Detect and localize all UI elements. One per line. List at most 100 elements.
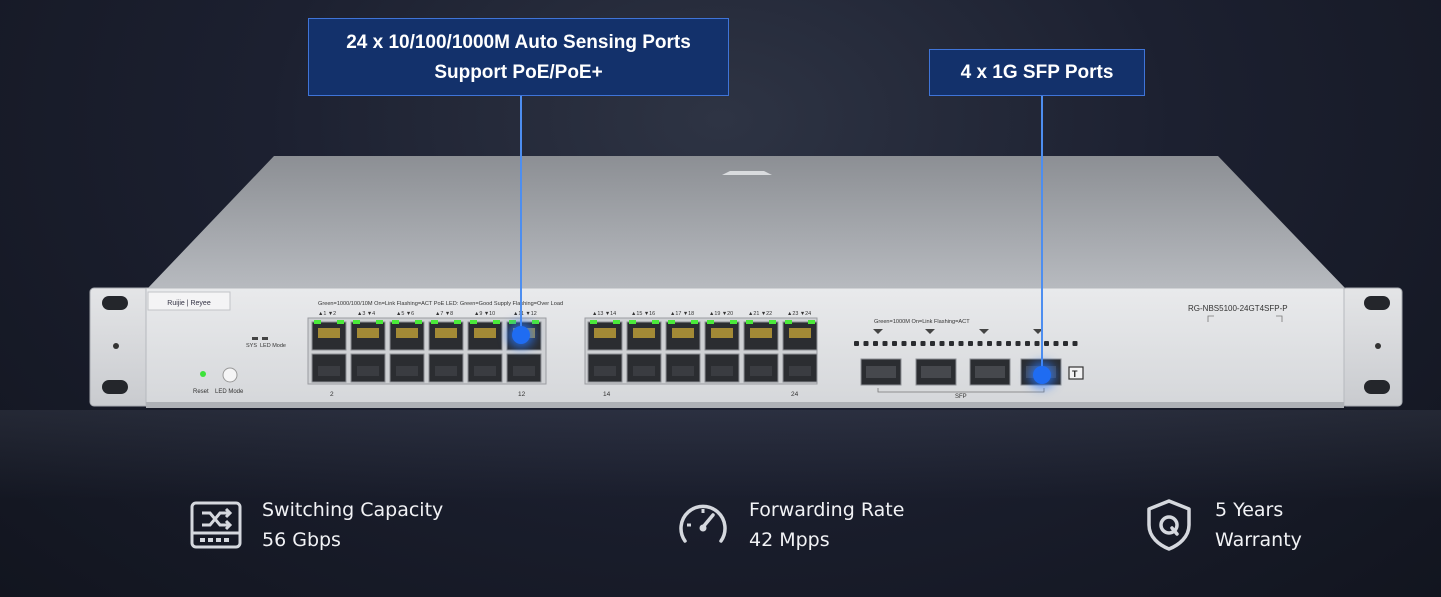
port-block-1-12 (307, 317, 547, 385)
port-top-label-a-4: ▲9 ▼10 (474, 311, 495, 317)
ports-callout-line2: Support PoE/PoE+ (434, 62, 603, 83)
sfp-status-led-5 (901, 341, 907, 346)
port-top-label-a-2: ▲5 ▼6 (396, 311, 414, 317)
rj45-contacts-10 (474, 366, 496, 376)
port-label-24: 24 (791, 391, 799, 398)
port-led-left-5 (509, 320, 516, 324)
switching-capacity-title: Switching Capacity (262, 499, 444, 521)
ports-callout-line1: 24 x 10/100/1000M Auto Sensing Ports (346, 32, 691, 53)
sfp-status-led-3 (882, 341, 888, 346)
rj45-contacts-4 (357, 366, 379, 376)
port-top-label-a-5: ▲11 ▼12 (513, 311, 537, 317)
port-led-right-0 (337, 320, 344, 324)
sfp-status-led-4 (892, 341, 897, 346)
right-ear-slot-top (1364, 296, 1390, 310)
forwarding-rate-title: Forwarding Rate (749, 499, 905, 521)
sfp-leader-line (1041, 96, 1043, 372)
sfp-status-led-15 (996, 341, 1002, 346)
port-led-left-3 (707, 320, 714, 324)
rj45-contacts-2 (318, 366, 340, 376)
sfp-status-led-16 (1006, 341, 1011, 346)
console-label: T (1072, 369, 1078, 379)
sfp-indicator-1 (925, 329, 935, 334)
feature-warranty: 5 Years Warranty (1141, 495, 1302, 555)
sfp-status-led-20 (1044, 341, 1049, 346)
port-top-label-b-4: ▲21 ▼22 (748, 311, 772, 317)
sfp-port-highlight (1033, 366, 1051, 384)
rj45-contacts-21 (750, 328, 772, 338)
led-legend-sfp: Green=1000M On=Link Flashing=ACT (874, 319, 970, 325)
sfp-status-led-0 (854, 341, 859, 346)
speedometer-icon (679, 504, 727, 543)
warranty-title: 5 Years (1215, 499, 1284, 521)
sfp-status-led-2 (873, 341, 878, 346)
forwarding-rate-value: 42 Mpps (749, 529, 830, 551)
right-ear-slot-bottom (1364, 380, 1390, 394)
port-top-label-a-3: ▲7 ▼8 (435, 311, 453, 317)
port-top-label-a-0: ▲1 ▼2 (318, 311, 336, 317)
port-label-14: 14 (603, 391, 611, 398)
port-led-left-0 (590, 320, 597, 324)
sfp-status-led-14 (987, 341, 992, 346)
port-led-left-4 (470, 320, 477, 324)
led-mode-button-label: LED Mode (215, 389, 244, 395)
warranty-value: Warranty (1215, 529, 1302, 551)
rj45-contacts-7 (435, 328, 457, 338)
port-top-label-b-3: ▲19 ▼20 (709, 311, 733, 317)
sfp-status-led-21 (1053, 341, 1059, 346)
led-legend-left: Green=1000/100/10M On=Link Flashing=ACT … (318, 301, 563, 307)
left-ear-screw (113, 343, 119, 349)
sfp-status-led-8 (930, 341, 935, 346)
sfp-status-led-11 (958, 341, 964, 346)
rj45-contacts-17 (672, 328, 694, 338)
led-mode-button (222, 367, 238, 383)
sfp-slot-3 (975, 366, 1005, 378)
rj45-contacts-15 (633, 328, 655, 338)
rj45-contacts-1 (318, 328, 340, 338)
rj45-contacts-12 (513, 366, 535, 376)
port-number-labels: ▲1 ▼2▲3 ▼4▲5 ▼6▲7 ▼8▲9 ▼10▲11 ▼12▲13 ▼14… (318, 311, 811, 317)
switching-capacity-icon (190, 501, 242, 549)
port-led-left-2 (392, 320, 399, 324)
sfp-callout-text: 4 x 1G SFP Ports (960, 62, 1114, 83)
port-top-label-a-1: ▲3 ▼4 (357, 311, 375, 317)
led-mode-label: LED Mode (260, 343, 286, 349)
sfp-status-led-19 (1034, 341, 1040, 346)
switching-capacity-value: 56 Gbps (262, 529, 341, 551)
sfp-status-led-9 (939, 341, 945, 346)
rj45-contacts-8 (435, 366, 457, 376)
port-top-label-b-1: ▲15 ▼16 (631, 311, 655, 317)
sfp-status-led-17 (1015, 341, 1021, 346)
sfp-status-led-18 (1025, 341, 1030, 346)
brand-badge (147, 291, 231, 311)
port-led-left-2 (668, 320, 675, 324)
sfp-indicator-3 (1033, 329, 1043, 334)
port-led-right-3 (730, 320, 737, 324)
model-bracket-right (1276, 315, 1283, 322)
ports-leader-line (520, 96, 522, 336)
top-vent-mark (722, 171, 772, 175)
ports-callout: 24 x 10/100/1000M Auto Sensing Ports Sup… (308, 18, 729, 96)
rj45-contacts-6 (396, 366, 418, 376)
sfp-indicator-2 (979, 329, 989, 334)
left-ear-slot-top (102, 296, 128, 310)
rj45-contacts-19 (711, 328, 733, 338)
rj45-contacts-5 (396, 328, 418, 338)
sfp-indicator-0 (873, 329, 883, 334)
sfp-status-led-23 (1072, 341, 1078, 346)
sfp-status-led-13 (977, 341, 983, 346)
switch-device: Ruijie | Reyee SYS LED Mode Reset LED Mo… (89, 156, 1403, 408)
port-12-highlight (512, 326, 530, 344)
sys-led (252, 337, 258, 340)
rj45-contacts-14 (594, 366, 616, 376)
model-label: RG-NBS5100-24GT4SFP-P (1188, 304, 1288, 313)
reset-label: Reset (193, 389, 209, 395)
port-led-right-3 (454, 320, 461, 324)
led-mode-led (262, 337, 268, 340)
rj45-contacts-20 (711, 366, 733, 376)
port-label-2: 2 (330, 391, 334, 398)
port-led-right-2 (691, 320, 698, 324)
rj45-contacts-22 (750, 366, 772, 376)
sfp-ports (860, 358, 1062, 386)
left-ear-slot-bottom (102, 380, 128, 394)
